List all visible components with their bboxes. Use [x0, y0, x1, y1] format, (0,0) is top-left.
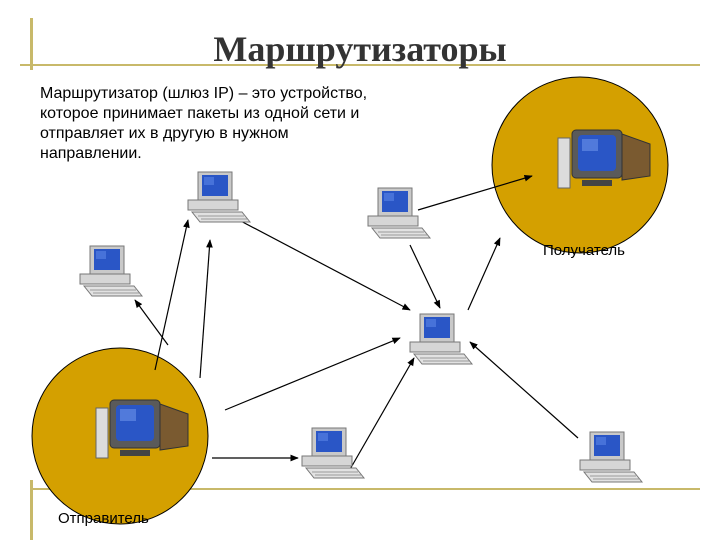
receiver-label: Получатель	[543, 242, 625, 259]
computer-icon	[187, 171, 251, 223]
arrow-sender-to-pc1	[199, 239, 213, 379]
arrow-router-to-receiver	[467, 237, 501, 311]
computer-icon	[79, 245, 143, 297]
computer-icon	[301, 427, 365, 479]
frame-line-vertical	[30, 18, 33, 70]
arrow-pc5-to-router	[344, 357, 415, 479]
computer-icon	[409, 313, 473, 365]
slide-title: Маршрутизаторы	[213, 29, 507, 69]
arrow-pc1-link	[154, 219, 190, 371]
router-description: Маршрутизатор (шлюз IP) – это устройство…	[40, 85, 368, 162]
arrow-pc1-to-router	[234, 217, 411, 311]
frame-line-horizontal	[20, 64, 700, 66]
computer-icon	[367, 187, 431, 239]
sender-label: Отправитель	[58, 510, 149, 527]
arrow-router-to-pc6	[469, 341, 579, 439]
arrow-pc3-to-router	[409, 244, 441, 309]
frame-line-vertical-bottom	[30, 480, 33, 540]
computer-icon	[579, 431, 643, 483]
frame-line-horizontal-bottom	[30, 488, 700, 490]
arrow-sender-to-router	[224, 337, 401, 411]
arrow-sender-to-pc2	[134, 299, 169, 346]
arrow-pc3-to-receiver	[417, 174, 533, 211]
